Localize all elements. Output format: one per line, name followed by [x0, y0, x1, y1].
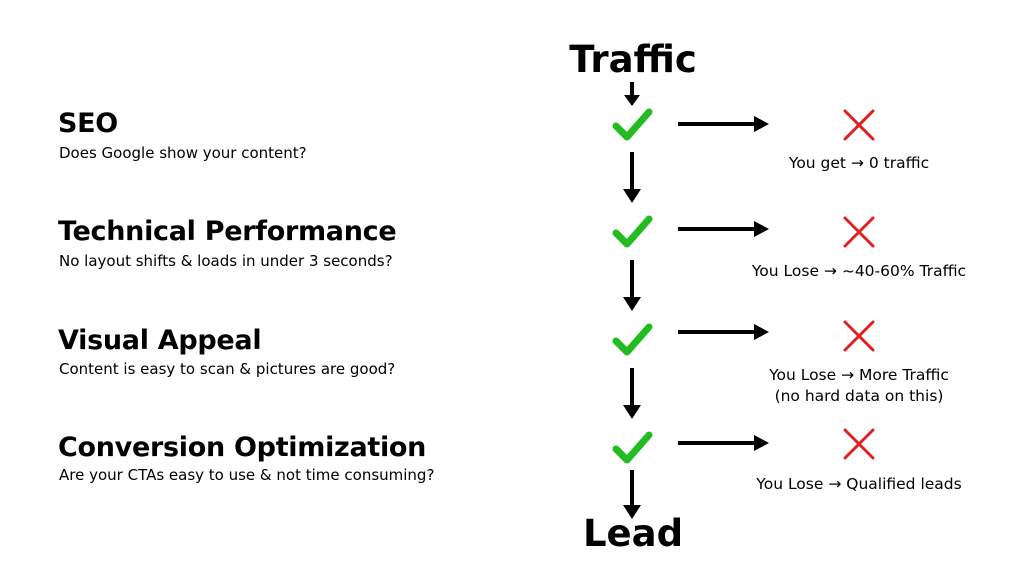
- stage-title-technical-performance: Technical Performance: [58, 216, 397, 247]
- outcome-line: You Lose → More Traffic: [769, 366, 949, 384]
- horizontal-arrow-icon: [678, 435, 769, 451]
- vertical-arrow-icon: [624, 82, 640, 106]
- stage-title-visual-appeal: Visual Appeal: [58, 325, 262, 356]
- vertical-arrow-icon: [623, 368, 641, 419]
- horizontal-arrow-icon: [678, 221, 769, 237]
- cross-icon: [843, 320, 875, 352]
- stage-outcome-technical-performance: You Lose → ~40-60% Traffic: [719, 261, 999, 282]
- outcome-line: You get → 0 traffic: [788, 154, 930, 172]
- check-icon: [612, 431, 653, 464]
- vertical-arrow-icon: [623, 470, 641, 519]
- check-icon: [612, 215, 653, 248]
- horizontal-arrow-icon: [678, 116, 769, 132]
- stage-description-conversion-optimization: Are your CTAs easy to use & not time con…: [59, 466, 435, 484]
- flow-end-label: Lead: [582, 512, 684, 555]
- outcome-line: (no hard data on this): [774, 386, 944, 405]
- outcome-line: You Lose → ~40-60% Traffic: [751, 262, 967, 280]
- cross-icon: [843, 428, 875, 460]
- flow-start-label: Traffic: [569, 38, 697, 81]
- check-icon: [612, 108, 653, 141]
- vertical-arrow-icon: [623, 152, 641, 203]
- check-icon: [612, 323, 653, 356]
- stage-outcome-seo: You get → 0 traffic: [719, 153, 999, 174]
- outcome-line: You Lose → Qualified leads: [756, 475, 962, 493]
- stage-outcome-conversion-optimization: You Lose → Qualified leads: [719, 474, 999, 495]
- stage-description-seo: Does Google show your content?: [59, 144, 307, 162]
- stage-description-technical-performance: No layout shifts & loads in under 3 seco…: [59, 252, 393, 270]
- stage-description-visual-appeal: Content is easy to scan & pictures are g…: [59, 360, 396, 378]
- stage-title-seo: SEO: [58, 108, 118, 139]
- horizontal-arrow-icon: [678, 324, 769, 340]
- stage-title-conversion-optimization: Conversion Optimization: [58, 432, 427, 463]
- stage-outcome-visual-appeal: You Lose → More Traffic (no hard data on…: [719, 365, 999, 407]
- cross-icon: [843, 109, 875, 141]
- cross-icon: [843, 216, 875, 248]
- vertical-arrow-icon: [623, 260, 641, 311]
